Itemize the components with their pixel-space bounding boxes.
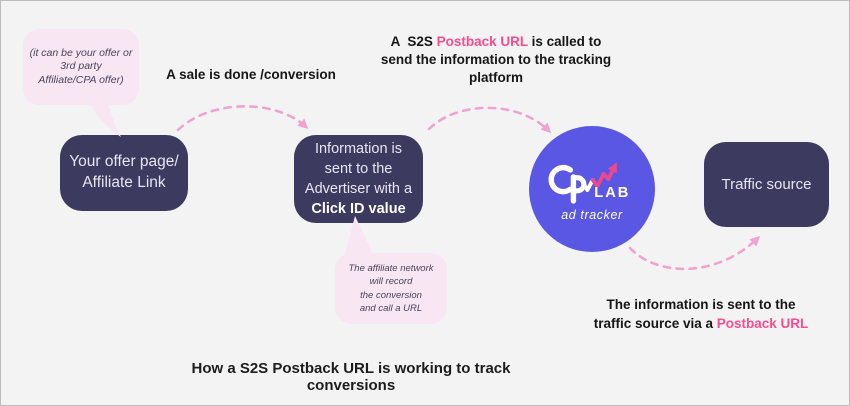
flow-arrow-offer-to-info (176, 105, 309, 132)
offer-page-line: Your offer page/ (69, 153, 179, 171)
info-sent-line: Advertiser with a (304, 181, 413, 197)
postback-called-pre: A S2S (390, 34, 437, 49)
postback-url-highlight: Postback URL (436, 34, 528, 49)
offer-page-node: Your offer page/ Affiliate Link (60, 135, 188, 211)
flow-arrow-info-to-tracker (427, 106, 552, 134)
sale-conversion-label: A sale is done /conversion (166, 67, 336, 82)
click-id-value-label: Click ID value (311, 201, 406, 217)
flow-arrow-tracker-to-traffic (628, 235, 761, 271)
offer-note-bubble: (it can be your offer or 3rd party Affil… (23, 29, 139, 105)
postback-called-note: A S2S Postback URL is called to send the… (380, 33, 612, 87)
traffic-source-node: Traffic source (704, 142, 829, 227)
postback-called-line2: send the information to the tracking (380, 51, 612, 67)
offer-note-line: Affiliate/CPA offer) (38, 73, 124, 86)
diagram-title: How a S2S Postback URL is working to tra… (191, 360, 511, 394)
postback-send-note: The information is sent to the traffic s… (589, 296, 813, 334)
info-sent-node: Information is sent to the Advertiser wi… (294, 135, 423, 223)
logo-letter-v (579, 177, 595, 192)
postback-send-line2: traffic source via a Postback URL (589, 315, 813, 334)
postback-called-post: is called to (527, 34, 602, 49)
logo-letter-c (548, 164, 574, 195)
traffic-source-label: Traffic source (721, 176, 812, 193)
affiliate-note-line: The affiliate network (348, 262, 434, 274)
postback-called-line3: platform (469, 69, 523, 85)
logo-trend-arrow-icon (590, 162, 617, 189)
affiliate-note-line: the conversion (360, 289, 422, 301)
affiliate-note-line: will record (369, 276, 413, 288)
postback-send-pre: traffic source via a (593, 315, 717, 331)
affiliate-note-bubble: The affiliate network will record the co… (335, 253, 447, 324)
offer-note-line: (it can be your offer or (29, 46, 133, 59)
cpvlab-tracker-badge: LAB ad tracker (529, 126, 655, 252)
postback-send-line1: The information is sent to the (606, 297, 796, 312)
ad-tracker-subtitle: ad tracker (561, 208, 623, 222)
info-sent-line: Information is (314, 141, 403, 157)
affiliate-note-line: and call a URL (359, 302, 423, 314)
offer-note-line: 3rd party (60, 60, 102, 73)
postback-called-line1: A S2S Postback URL is called to (380, 33, 612, 51)
postback-url-highlight: Postback URL (716, 315, 809, 331)
logo-lab-text: LAB (594, 185, 630, 201)
offer-page-line: Affiliate Link (82, 174, 166, 191)
info-sent-line: sent to the (324, 161, 393, 177)
cpvlab-logo-icon: LAB (548, 162, 630, 204)
